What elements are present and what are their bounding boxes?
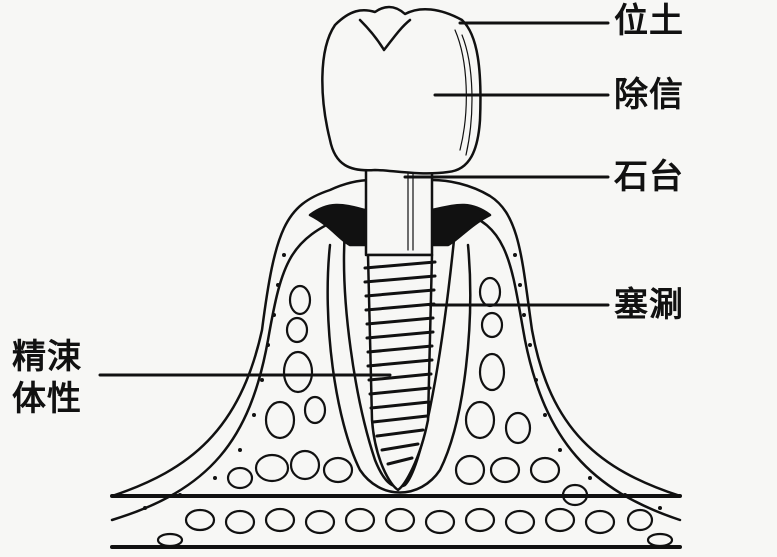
label-bone-line1: 精涑 — [12, 337, 82, 377]
label-abutment: 石台 — [614, 157, 684, 197]
label-crown: 位土 — [614, 1, 684, 41]
label-implant: 塞涮 — [614, 285, 684, 325]
bone-baselines — [110, 494, 682, 549]
leader-lines — [98, 21, 610, 377]
crown — [321, 5, 482, 175]
implant-screw — [363, 253, 437, 492]
bone-cells — [156, 276, 674, 548]
periosteum-dots — [143, 253, 662, 510]
label-bone-line2: 体性 — [12, 379, 82, 419]
abutment — [364, 163, 434, 257]
label-crown-body: 除信 — [614, 75, 684, 115]
